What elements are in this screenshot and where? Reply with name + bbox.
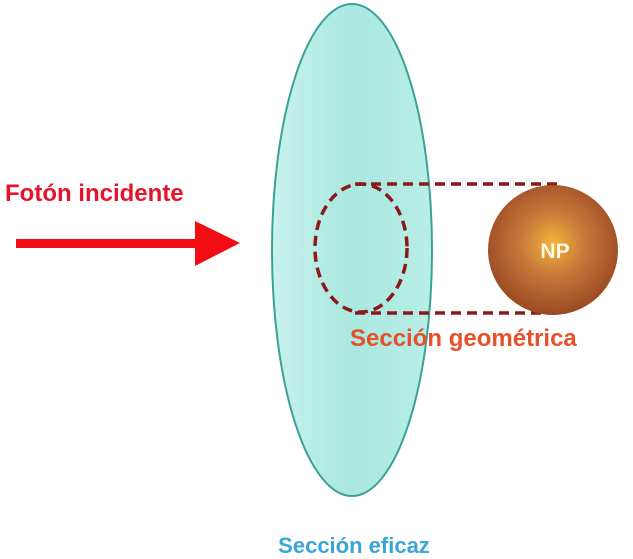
effective-cross-section-ellipse [271, 3, 433, 497]
effective-section-label: Sección eficaz [278, 533, 430, 558]
incident-photon-arrow [16, 221, 240, 266]
geometric-projection [313, 182, 560, 315]
geometric-section-label: Sección geométrica [350, 325, 577, 352]
incident-photon-label: Fotón incidente [5, 180, 184, 207]
nanoparticle-label: NP [540, 240, 569, 263]
nanoparticle-sphere [488, 185, 618, 315]
